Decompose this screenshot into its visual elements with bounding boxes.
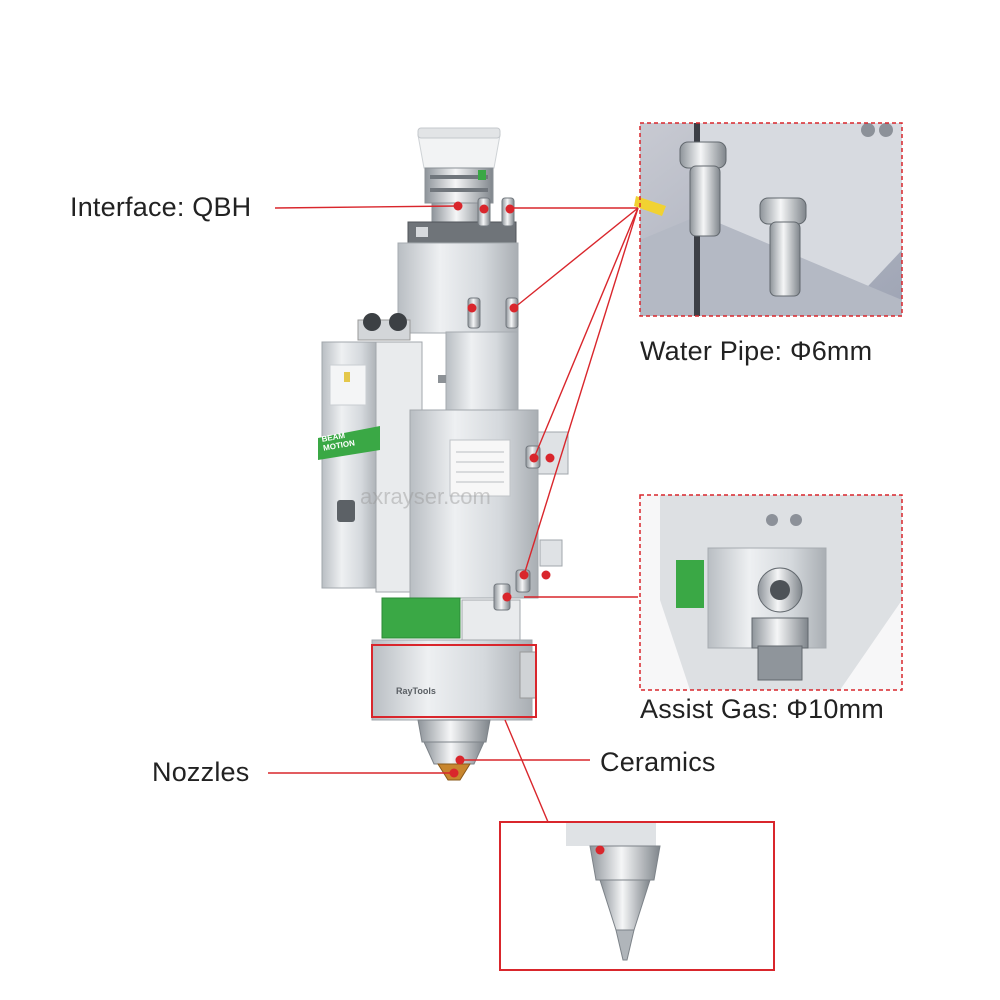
label-assist-gas: Assist Gas: Φ10mm bbox=[640, 694, 884, 724]
qbh-interface bbox=[407, 127, 517, 245]
label-ceramics: Ceramics bbox=[600, 747, 716, 777]
callout-lines bbox=[268, 205, 639, 823]
nozzle-inset bbox=[499, 821, 775, 971]
brand-text: RayTools bbox=[396, 686, 436, 696]
watermark: axrayser.com bbox=[360, 484, 491, 509]
label-interface: Interface: QBH bbox=[70, 192, 252, 222]
water-pipe-inset bbox=[634, 122, 903, 317]
callout-dots bbox=[449, 201, 605, 855]
beam-motion-panel bbox=[318, 426, 380, 460]
label-water-pipe: Water Pipe: Φ6mm bbox=[640, 336, 873, 366]
label-nozzles: Nozzles bbox=[152, 757, 250, 787]
gas-fitting-icon bbox=[639, 494, 903, 691]
